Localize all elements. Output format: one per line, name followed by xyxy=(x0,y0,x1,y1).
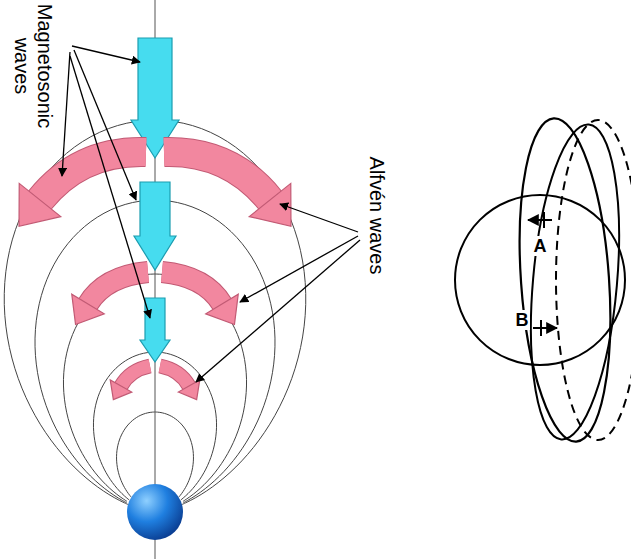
arrow-body xyxy=(160,366,189,386)
arrow-head xyxy=(19,183,61,226)
point-tick xyxy=(540,320,542,336)
arrow-body xyxy=(40,152,146,200)
field-line xyxy=(155,200,275,503)
arrow-body xyxy=(121,366,150,386)
field-line xyxy=(63,274,155,501)
arrow-outline xyxy=(164,152,270,200)
alfven-arrow xyxy=(160,366,200,400)
alfven-arrows xyxy=(19,152,291,400)
arrow-outline xyxy=(88,272,148,304)
wave-label: Magnetosonic waves xyxy=(10,0,56,132)
field-line xyxy=(155,412,193,497)
arrow-outline xyxy=(40,152,146,200)
alfven-arrow xyxy=(164,152,291,226)
loop-dashed xyxy=(556,120,631,440)
leader-lines xyxy=(62,46,360,382)
leader-line xyxy=(74,50,136,200)
loop-figure xyxy=(455,115,631,444)
point-label: B xyxy=(515,310,530,331)
alfven-arrow xyxy=(162,272,238,325)
leader-line xyxy=(62,52,70,176)
arrow-body xyxy=(162,272,222,304)
field-line xyxy=(93,352,155,500)
arrow-body xyxy=(164,152,270,200)
field-line xyxy=(117,412,155,497)
leader-line xyxy=(196,240,360,382)
leader-line xyxy=(70,56,150,318)
loop-solid xyxy=(510,115,620,444)
arrow-outline xyxy=(160,366,189,386)
magnetosonic-arrows xyxy=(131,38,179,362)
field-line xyxy=(155,352,217,500)
arrow-outline xyxy=(121,366,150,386)
arrow-head xyxy=(206,294,238,324)
planet-sphere xyxy=(127,484,183,540)
leader-line xyxy=(280,204,358,232)
sphere-outline xyxy=(455,195,625,365)
field-line xyxy=(155,274,247,501)
arrow-head xyxy=(249,183,291,226)
arrow-head xyxy=(178,380,200,400)
motion-arrow xyxy=(533,327,557,329)
arrow-outline xyxy=(162,272,222,304)
arrow-body xyxy=(88,272,148,304)
field-line xyxy=(35,200,155,503)
arrow-head xyxy=(72,294,104,324)
wave-label: Alfvén waves xyxy=(365,145,388,285)
point-tick xyxy=(543,212,545,228)
field-line xyxy=(4,120,155,505)
field-line xyxy=(155,120,306,505)
magnetosonic-arrow xyxy=(140,298,170,362)
magnetosonic-arrow xyxy=(134,182,176,270)
alfven-arrow xyxy=(19,152,146,226)
motion-arrow xyxy=(528,219,552,221)
loop-solid xyxy=(519,121,630,443)
alfven-arrow xyxy=(110,366,150,400)
arrow-head xyxy=(110,380,132,400)
leader-line xyxy=(72,46,140,62)
point-label: A xyxy=(533,236,548,257)
alfven-arrow xyxy=(72,272,148,325)
